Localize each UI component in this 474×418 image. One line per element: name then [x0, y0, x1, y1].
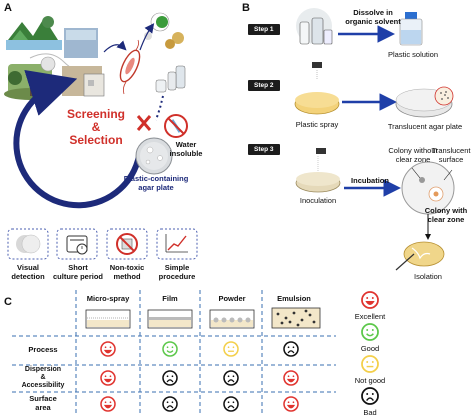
no-water-icon [164, 114, 188, 138]
rating-face-excellent [283, 370, 299, 386]
col-header-film: Film [162, 294, 178, 303]
rating-face-bad [162, 370, 178, 386]
rating-face-excellent [100, 370, 116, 386]
colony-without-label: Colony without clear zone [388, 146, 438, 164]
no-toxic-icon [116, 233, 138, 255]
rating-face-bad [283, 341, 299, 357]
incubation-label: Incubation [351, 176, 389, 185]
translucent-surface-label: Translucent surface [431, 146, 471, 164]
plastic-spray-label: Plastic spray [295, 120, 339, 129]
dotted-path [155, 95, 164, 121]
spray-plate-icon [294, 62, 340, 115]
rating-faces [100, 291, 379, 412]
feature-label-simple: Simple procedure [158, 263, 196, 281]
screening-selection-title: Screening & Selection [66, 107, 126, 147]
row-label-dispersion: Dispersion & Accessibility [21, 366, 65, 389]
feature-label-nontoxic: Non-toxic method [109, 263, 145, 281]
rating-face-bad [223, 396, 239, 412]
isolation-plate-icon [395, 241, 445, 271]
dissolve-label: Dissolve in organic solvent [345, 8, 401, 26]
feature-label-visual: Visual detection [11, 263, 45, 281]
agar-plate-label: Plastic-containing agar plate [123, 174, 189, 192]
products-cluster [144, 12, 186, 93]
isolation-label: Isolation [414, 272, 442, 281]
rating-face-bad [162, 396, 178, 412]
timer-icon [66, 235, 88, 255]
rating-face-bad [223, 370, 239, 386]
plastic-solution-label: Plastic solution [387, 50, 439, 59]
step-2-badge: Step 2 [248, 80, 280, 91]
inoculation-plate-icon [295, 148, 341, 193]
agar-plate-icon [135, 137, 173, 175]
drop-circle-icon [16, 234, 41, 254]
translucent-plate-label: Translucent agar plate [387, 122, 463, 131]
row-label-process: Process [28, 345, 58, 354]
table-grid [12, 290, 336, 416]
arrow-to-products [139, 23, 155, 51]
microspray-sample-icon [85, 309, 131, 329]
screening-cycle-arrow [13, 70, 143, 209]
legend-face-bad [361, 387, 379, 405]
colony-plate-icon [401, 161, 455, 215]
rating-face-excellent [100, 341, 116, 357]
legend-face-good [361, 323, 379, 341]
powder-sample-icon [209, 309, 255, 329]
legend-label-bad: Bad [363, 408, 377, 417]
emulsion-sample-icon [271, 307, 321, 329]
bacterium-cell [119, 39, 141, 95]
rating-face-notgood [223, 341, 239, 357]
rating-face-excellent [100, 396, 116, 412]
legend-label-notgood: Not good [354, 376, 386, 385]
trend-chart-icon [165, 234, 188, 253]
plastic-bottles-icon [296, 8, 333, 45]
feature-boxes [7, 228, 198, 260]
panel-label-a: A [4, 2, 12, 14]
col-header-powder: Powder [218, 294, 246, 303]
red-x-icon [136, 115, 152, 131]
legend-label-good: Good [360, 344, 380, 353]
legend-face-notgood [361, 355, 379, 373]
rating-face-good [162, 341, 178, 357]
feature-label-culture: Short culture period [52, 263, 103, 281]
arrow-to-bacterium [103, 40, 127, 53]
col-header-emulsion: Emulsion [277, 294, 311, 303]
colony-with-label: Colony with clear zone [424, 206, 468, 224]
row-label-surface: Surface area [29, 394, 57, 412]
inoculation-label: Inoculation [299, 196, 337, 205]
legend-face-excellent [361, 291, 379, 309]
translucent-plate-icon [395, 86, 454, 118]
step-3-badge: Step 3 [248, 144, 280, 155]
film-sample-icon [147, 309, 193, 329]
legend-label-excellent: Excellent [354, 312, 386, 321]
panel-label-b: B [242, 2, 250, 14]
panel-label-c: C [4, 296, 12, 308]
rating-face-excellent [283, 396, 299, 412]
water-insoluble-label: Water insoluble [169, 140, 203, 158]
col-header-microspray: Micro-spray [86, 294, 130, 303]
step-1-badge: Step 1 [248, 24, 280, 35]
solution-bottle-icon [399, 12, 423, 46]
